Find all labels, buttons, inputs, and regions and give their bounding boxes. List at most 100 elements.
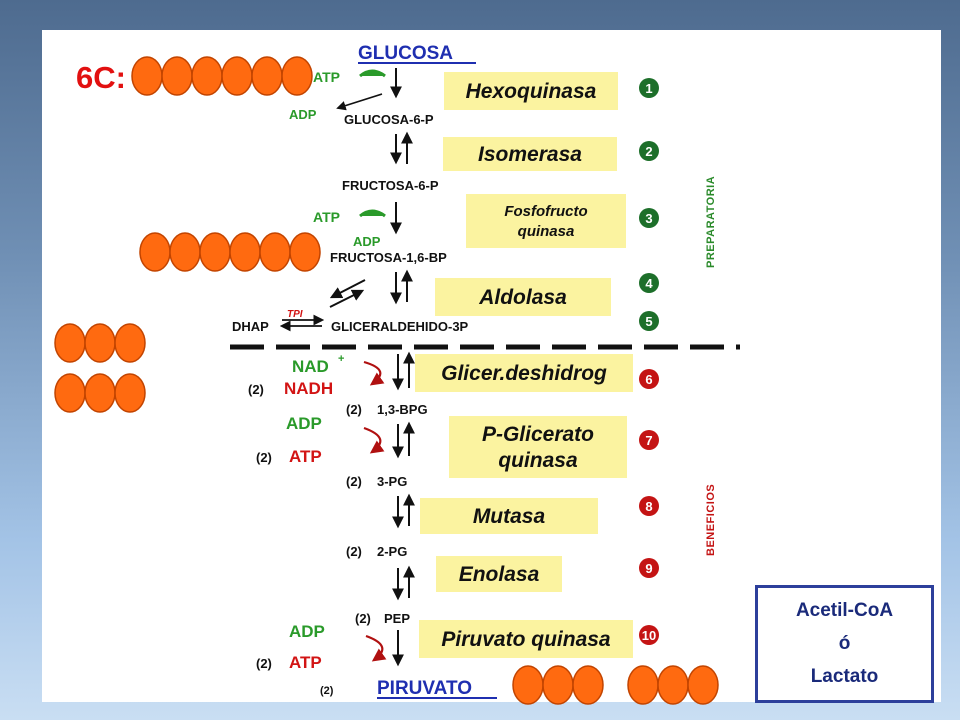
carbon-atom xyxy=(229,232,261,272)
step-number: 6 xyxy=(645,372,652,387)
enzyme-name: Aldolasa xyxy=(478,286,567,309)
enzyme-box xyxy=(419,620,633,658)
carbon-atom xyxy=(114,323,146,363)
step-number-badge xyxy=(639,141,659,161)
carbon-atom xyxy=(251,56,283,96)
atp-curve-3 xyxy=(359,209,386,218)
stoich-pg3: (2) xyxy=(346,474,362,489)
bpg-13: 1,3-BPG xyxy=(377,402,428,417)
fructosa-16bp: FRUCTOSA-1,6-BP xyxy=(330,250,447,265)
gliceraldehido-3p: GLICERALDEHIDO-3P xyxy=(331,319,469,334)
carbon-atom xyxy=(131,56,163,96)
adp-arrow-1 xyxy=(336,93,383,111)
stoich-nadh: (2) xyxy=(248,382,264,397)
step-number: 5 xyxy=(645,314,652,329)
adp-step7: ADP xyxy=(286,414,322,433)
phase-beneficios: BENEFICIOS xyxy=(705,484,717,556)
atp-curve-10 xyxy=(365,634,387,662)
adp-step10: ADP xyxy=(289,622,325,641)
step-number: 1 xyxy=(645,81,652,96)
step-number: 9 xyxy=(645,561,652,576)
step-number-badge xyxy=(639,208,659,228)
enzyme-box xyxy=(444,72,618,110)
carbon-atom xyxy=(114,373,146,413)
carbon-chain-pyruvate-a xyxy=(512,665,604,705)
carbon-atom xyxy=(84,323,116,363)
aldolasa-split-arrow-2 xyxy=(329,289,365,308)
atp-step3: ATP xyxy=(313,209,340,225)
step-number-badge xyxy=(639,496,659,516)
step-number-badge xyxy=(639,78,659,98)
six-carbon-label: 6C: xyxy=(76,60,126,95)
enzyme-box xyxy=(420,498,598,534)
enzyme-name: Fosfofructo xyxy=(504,203,587,220)
carbon-atom xyxy=(199,232,231,272)
carbon-chain-glucosa xyxy=(131,56,313,96)
pg-3: 3-PG xyxy=(377,474,407,489)
nad-plus: + xyxy=(338,353,344,365)
step-number-badge xyxy=(639,558,659,578)
stoich-atp10: (2) xyxy=(256,656,272,671)
carbon-atom xyxy=(54,373,86,413)
step-number: 7 xyxy=(645,433,652,448)
step-number-badge xyxy=(639,369,659,389)
adp-step3: ADP xyxy=(353,234,381,249)
tpi-label: TPI xyxy=(287,309,303,320)
enzyme-name: Mutasa xyxy=(473,505,546,528)
enzyme-box xyxy=(415,354,633,392)
atp-step10: ATP xyxy=(289,653,322,672)
step-number: 8 xyxy=(645,499,652,514)
enzyme-box xyxy=(436,556,562,592)
stoich-piruvato: (2) xyxy=(320,685,334,697)
carbon-atom xyxy=(627,665,659,705)
enzyme-name: Enolasa xyxy=(459,563,540,586)
atp-curve-1 xyxy=(359,69,386,78)
carbon-chain-fructosa-bp xyxy=(139,232,321,272)
enzyme-name: Glicer.deshidrog xyxy=(441,362,607,385)
adp-step1: ADP xyxy=(289,107,317,122)
carbon-atom xyxy=(169,232,201,272)
fructosa-6p: FRUCTOSA-6-P xyxy=(342,178,439,193)
carbon-atom xyxy=(281,56,313,96)
carbon-atom xyxy=(512,665,544,705)
step-number-badge xyxy=(639,625,659,645)
carbon-atom xyxy=(657,665,689,705)
step-number-badge xyxy=(639,430,659,450)
phase-preparatoria: PREPARATORIA xyxy=(705,176,717,268)
pep: PEP xyxy=(384,611,410,626)
glucosa-title: GLUCOSA xyxy=(358,43,453,64)
result-or: ó xyxy=(838,632,851,654)
carbon-atom xyxy=(687,665,719,705)
dhap: DHAP xyxy=(232,319,269,334)
pg-2: 2-PG xyxy=(377,544,407,559)
nad-curve-6 xyxy=(363,360,385,386)
nad-step6: NAD xyxy=(292,357,329,376)
carbon-atom xyxy=(191,56,223,96)
enzyme-name: quinasa xyxy=(498,449,578,472)
enzyme-name: Isomerasa xyxy=(478,143,582,166)
stoich-bpg: (2) xyxy=(346,402,362,417)
step-number: 3 xyxy=(645,211,652,226)
result-lactato: Lactato xyxy=(810,666,879,688)
enzyme-name: Hexoquinasa xyxy=(466,80,597,103)
atp-step1: ATP xyxy=(313,69,340,85)
carbon-atom xyxy=(259,232,291,272)
enzyme-name: quinasa xyxy=(518,223,575,240)
carbon-atom xyxy=(54,323,86,363)
enzyme-name: P-Glicerato xyxy=(482,423,594,446)
carbon-atom xyxy=(139,232,171,272)
carbon-atom xyxy=(289,232,321,272)
step-number: 4 xyxy=(645,276,653,291)
carbon-atom xyxy=(84,373,116,413)
enzyme-name: Piruvato quinasa xyxy=(441,628,611,651)
step-number: 2 xyxy=(645,144,652,159)
nadh-step6: NADH xyxy=(284,379,333,398)
enzyme-box xyxy=(443,137,617,171)
result-box: Acetil-CoA ó Lactato xyxy=(755,585,934,703)
stoich-pep: (2) xyxy=(355,611,371,626)
step-number: 10 xyxy=(642,628,656,643)
enzyme-box xyxy=(449,416,627,478)
carbon-atom xyxy=(161,56,193,96)
